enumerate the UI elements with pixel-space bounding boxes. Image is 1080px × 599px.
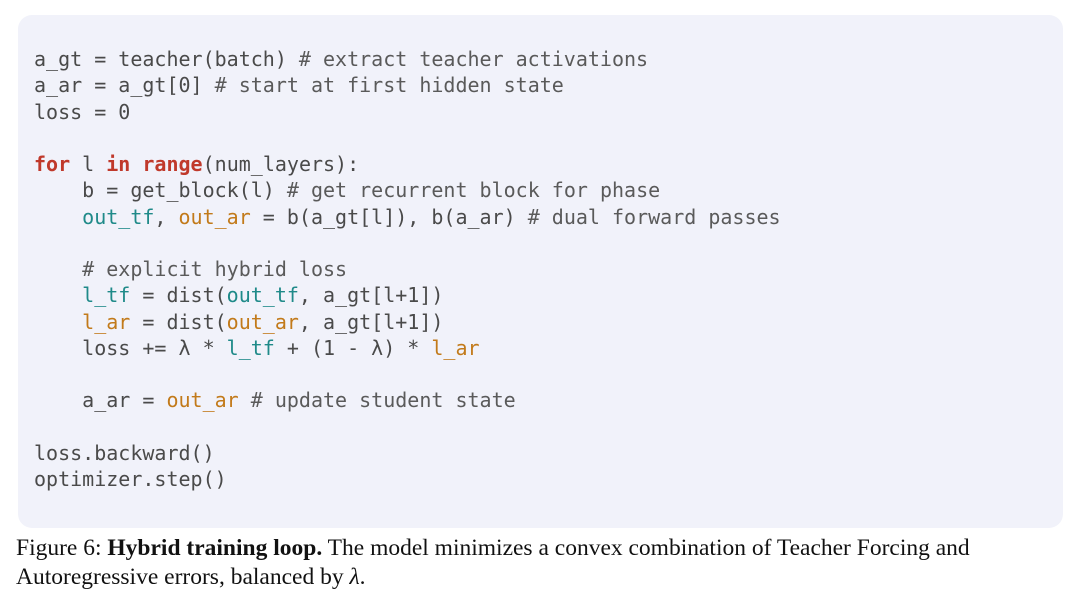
code-line: a_gt = teacher(batch) # extract teacher …: [34, 46, 1063, 72]
code-token: [34, 283, 82, 307]
code-token: # start at first hidden state: [214, 73, 564, 98]
code-token: + (1 - λ) *: [274, 335, 432, 360]
code-token: [130, 152, 142, 176]
caption-end: .: [359, 564, 366, 590]
code-token: loss.backward(): [34, 440, 215, 465]
code-token: = b(a_gt[l]), b(a_ar): [250, 204, 528, 229]
code-block: a_gt = teacher(batch) # extract teacher …: [18, 15, 1063, 528]
code-line: for l in range(num_layers):: [34, 151, 1063, 177]
code-token: loss += λ *: [34, 335, 227, 360]
code-token: a_gt = teacher(batch): [34, 47, 299, 71]
code-token: # dual forward passes: [527, 204, 781, 229]
code-line: b = get_block(l) # get recurrent block f…: [34, 177, 1063, 203]
code-token: # extract teacher activations: [298, 47, 649, 71]
code-line: [34, 230, 1063, 256]
caption-text: The model minimizes a convex combination…: [16, 535, 970, 590]
code-token: , a_gt[l+1]): [298, 309, 444, 334]
code-token: (num_layers):: [202, 152, 360, 176]
code-token: out_tf: [226, 283, 299, 308]
code-token: l_ar: [431, 335, 480, 360]
code-token: # explicit hybrid loss: [82, 257, 348, 281]
code-line: # explicit hybrid loss: [34, 256, 1063, 282]
code-token: l_tf: [226, 335, 275, 360]
caption-lambda-symbol: λ: [349, 564, 360, 590]
code-token: out_ar: [226, 309, 299, 334]
code-token: a_ar = a_gt[0]: [34, 73, 215, 98]
code-line: optimizer.step(): [34, 466, 1063, 492]
code-line: a_ar = a_gt[0] # start at first hidden s…: [34, 72, 1063, 98]
code-token: ,: [154, 204, 179, 229]
code-token: [34, 257, 82, 281]
code-token: = dist(: [130, 309, 227, 334]
code-token: b = get_block(l): [34, 178, 287, 203]
code-line: loss.backward(): [34, 440, 1063, 466]
code-line: [34, 414, 1063, 440]
code-token: [34, 205, 82, 229]
code-token: range: [142, 152, 203, 176]
code-token: out_tf: [82, 204, 155, 229]
code-token: [239, 388, 251, 412]
code-token: for: [34, 152, 71, 176]
code-token: out_ar: [178, 204, 251, 229]
code-token: in: [106, 152, 131, 176]
code-token: , a_gt[l+1]): [298, 283, 444, 308]
code-token: optimizer.step(): [34, 467, 227, 491]
caption-title: Hybrid training loop.: [107, 535, 323, 561]
figure-caption: Figure 6: Hybrid training loop. The mode…: [16, 534, 1066, 592]
code-token: out_ar: [166, 388, 239, 413]
code-line: loss = 0: [34, 99, 1063, 125]
code-token: l_ar: [82, 309, 131, 334]
code-line: l_ar = dist(out_ar, a_gt[l+1]): [34, 309, 1063, 335]
code-line: a_ar = out_ar # update student state: [34, 387, 1063, 413]
code-line: l_tf = dist(out_tf, a_gt[l+1]): [34, 282, 1063, 308]
caption-label: Figure 6:: [16, 535, 102, 561]
code-token: loss = 0: [34, 99, 131, 124]
code-token: = dist(: [130, 283, 227, 308]
code-line: [34, 125, 1063, 151]
code-token: l_tf: [82, 283, 131, 308]
code-line: [34, 361, 1063, 387]
code-token: a_ar =: [34, 388, 167, 413]
code-token: # get recurrent block for phase: [286, 178, 661, 203]
code-token: l: [70, 152, 107, 176]
code-token: [34, 310, 82, 334]
code-line: out_tf, out_ar = b(a_gt[l]), b(a_ar) # d…: [34, 204, 1063, 230]
code-line: loss += λ * l_tf + (1 - λ) * l_ar: [34, 335, 1063, 361]
code-token: # update student state: [250, 388, 516, 413]
